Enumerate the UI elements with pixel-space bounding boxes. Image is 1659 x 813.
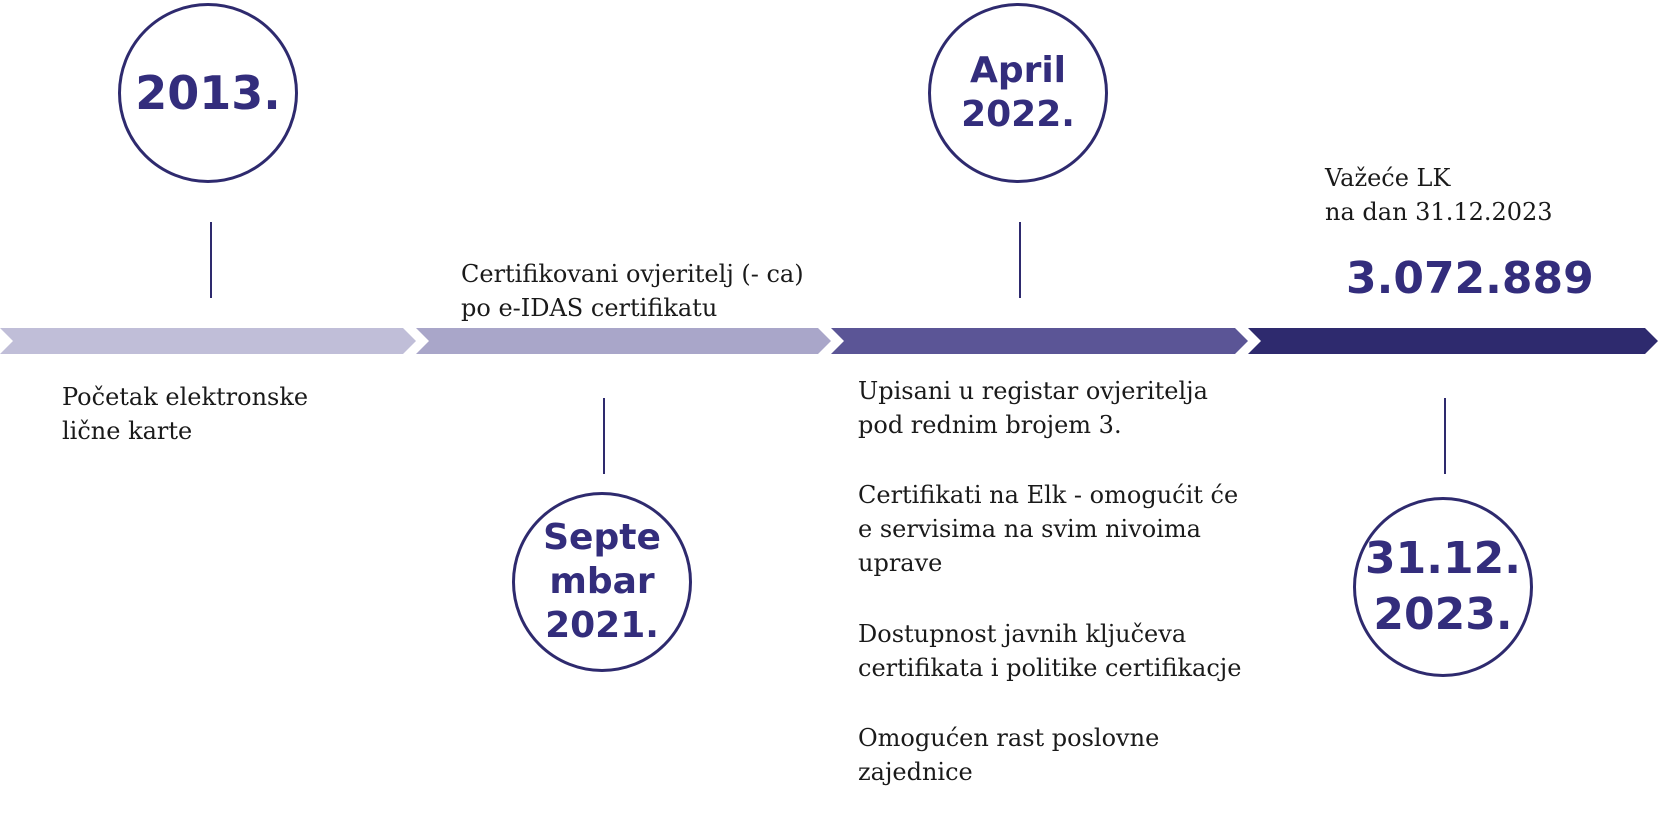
connector-2013	[210, 222, 212, 298]
milestone-2022-date: April 2022.	[961, 50, 1075, 135]
milestone-2023-value: 3.072.889	[1346, 253, 1594, 304]
milestone-2022-item-4: Omogućen rast poslovne zajednice	[858, 724, 1160, 786]
milestone-2013-text: Početak elektronske lične karte	[62, 383, 309, 445]
milestone-2021-text: Certifikovani ovjeritelj (- ca) po e-IDA…	[461, 260, 804, 322]
milestone-2023-date: 31.12. 2023.	[1365, 533, 1521, 640]
milestone-2021-circle: Septe mbar 2021.	[512, 492, 692, 672]
timeline-segment-2	[416, 328, 831, 354]
milestone-2023-circle: 31.12. 2023.	[1353, 497, 1533, 677]
timeline-segment-4	[1248, 328, 1658, 354]
milestone-2021-date: Septe mbar 2021.	[543, 517, 661, 646]
timeline-segment-3	[831, 328, 1248, 354]
connector-2022	[1019, 222, 1021, 298]
connector-2023	[1444, 398, 1446, 474]
milestone-2022-item-1: Upisani u registar ovjeritelja pod redni…	[858, 377, 1208, 439]
milestone-2013-date: 2013.	[135, 66, 281, 120]
milestone-2022-item-3: Dostupnost javnih ključeva certifikata i…	[858, 620, 1242, 682]
timeline-segment-1	[0, 328, 416, 354]
connector-2021	[603, 398, 605, 474]
milestone-2023-label: Važeće LK na dan 31.12.2023	[1325, 164, 1553, 226]
milestone-2022-circle: April 2022.	[928, 3, 1108, 183]
milestone-2013-circle: 2013.	[118, 3, 298, 183]
timeline-bar	[0, 328, 1658, 354]
milestone-2022-item-2: Certifikati na Elk - omogućit će e servi…	[858, 481, 1239, 577]
